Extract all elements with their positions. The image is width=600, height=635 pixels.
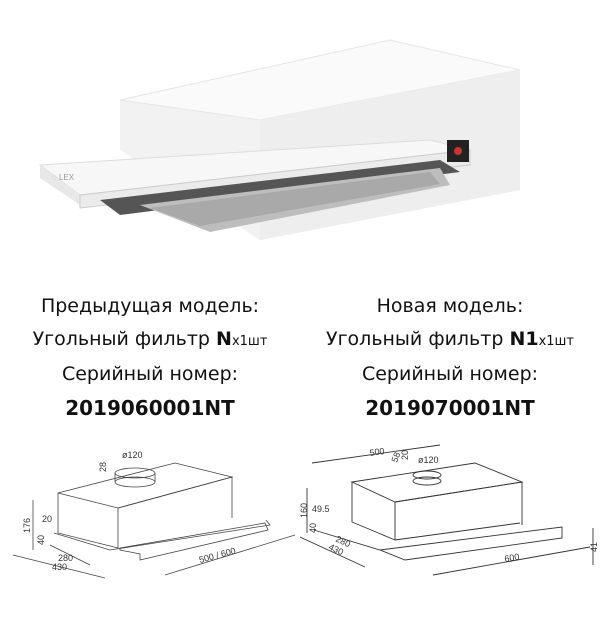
dim-label: ø120 <box>122 450 143 460</box>
previous-heading: Предыдущая модель: <box>40 295 260 317</box>
dim-label: 430 <box>52 562 67 572</box>
dim-label: ø120 <box>418 455 439 465</box>
dim-label: 41 <box>589 542 599 552</box>
new-serial: 2019070001NT <box>365 396 535 420</box>
dim-label: 160 <box>300 503 309 518</box>
brand-logo: ◌ LEX <box>52 173 75 182</box>
dim-label: 176 <box>22 518 32 533</box>
previous-serial: 2019060001NT <box>65 396 235 420</box>
dim-label: 28 <box>98 462 108 472</box>
previous-model-info: Предыдущая модель: Угольный фильтр Nx1шт… <box>0 290 300 425</box>
new-heading: Новая модель: <box>376 295 524 317</box>
dim-label: 600 <box>504 552 521 564</box>
filter-code: N1 <box>509 328 539 350</box>
filter-code: N <box>216 328 232 350</box>
dim-label: 280 <box>58 553 73 563</box>
filter-label: Угольный фильтр <box>32 328 217 350</box>
cooker-hood-photo: ◌ LEX <box>38 39 521 240</box>
new-model-drawing: 500 58 20 ø120 160 49.5 40 280 430 600 4… <box>300 444 599 576</box>
dim-label: 500 / 600 <box>198 546 237 565</box>
dim-label: 500 <box>369 446 385 458</box>
new-model-info: Новая модель: Угольный фильтр N1x1шт Сер… <box>300 290 600 425</box>
dim-label: 40 <box>308 523 318 533</box>
filter-qty: x1шт <box>231 334 268 349</box>
previous-serial-label: Серийный номер: <box>61 363 239 385</box>
dim-label: 20 <box>400 450 410 460</box>
previous-filter: Угольный фильтр Nx1шт <box>0 323 300 358</box>
dim-label: 58 <box>389 451 402 464</box>
filter-qty: x1шт <box>538 334 574 349</box>
filter-label: Угольный фильтр <box>325 328 510 350</box>
dim-label: 40 <box>36 535 46 545</box>
old-model-drawing: ø120 28 176 20 40 280 430 500 / 600 <box>12 450 296 579</box>
dim-label: 49.5 <box>312 504 330 514</box>
dim-label: 20 <box>42 514 52 524</box>
new-filter: Угольный фильтр N1x1шт <box>300 323 600 358</box>
new-serial-label: Серийный номер: <box>361 363 539 385</box>
